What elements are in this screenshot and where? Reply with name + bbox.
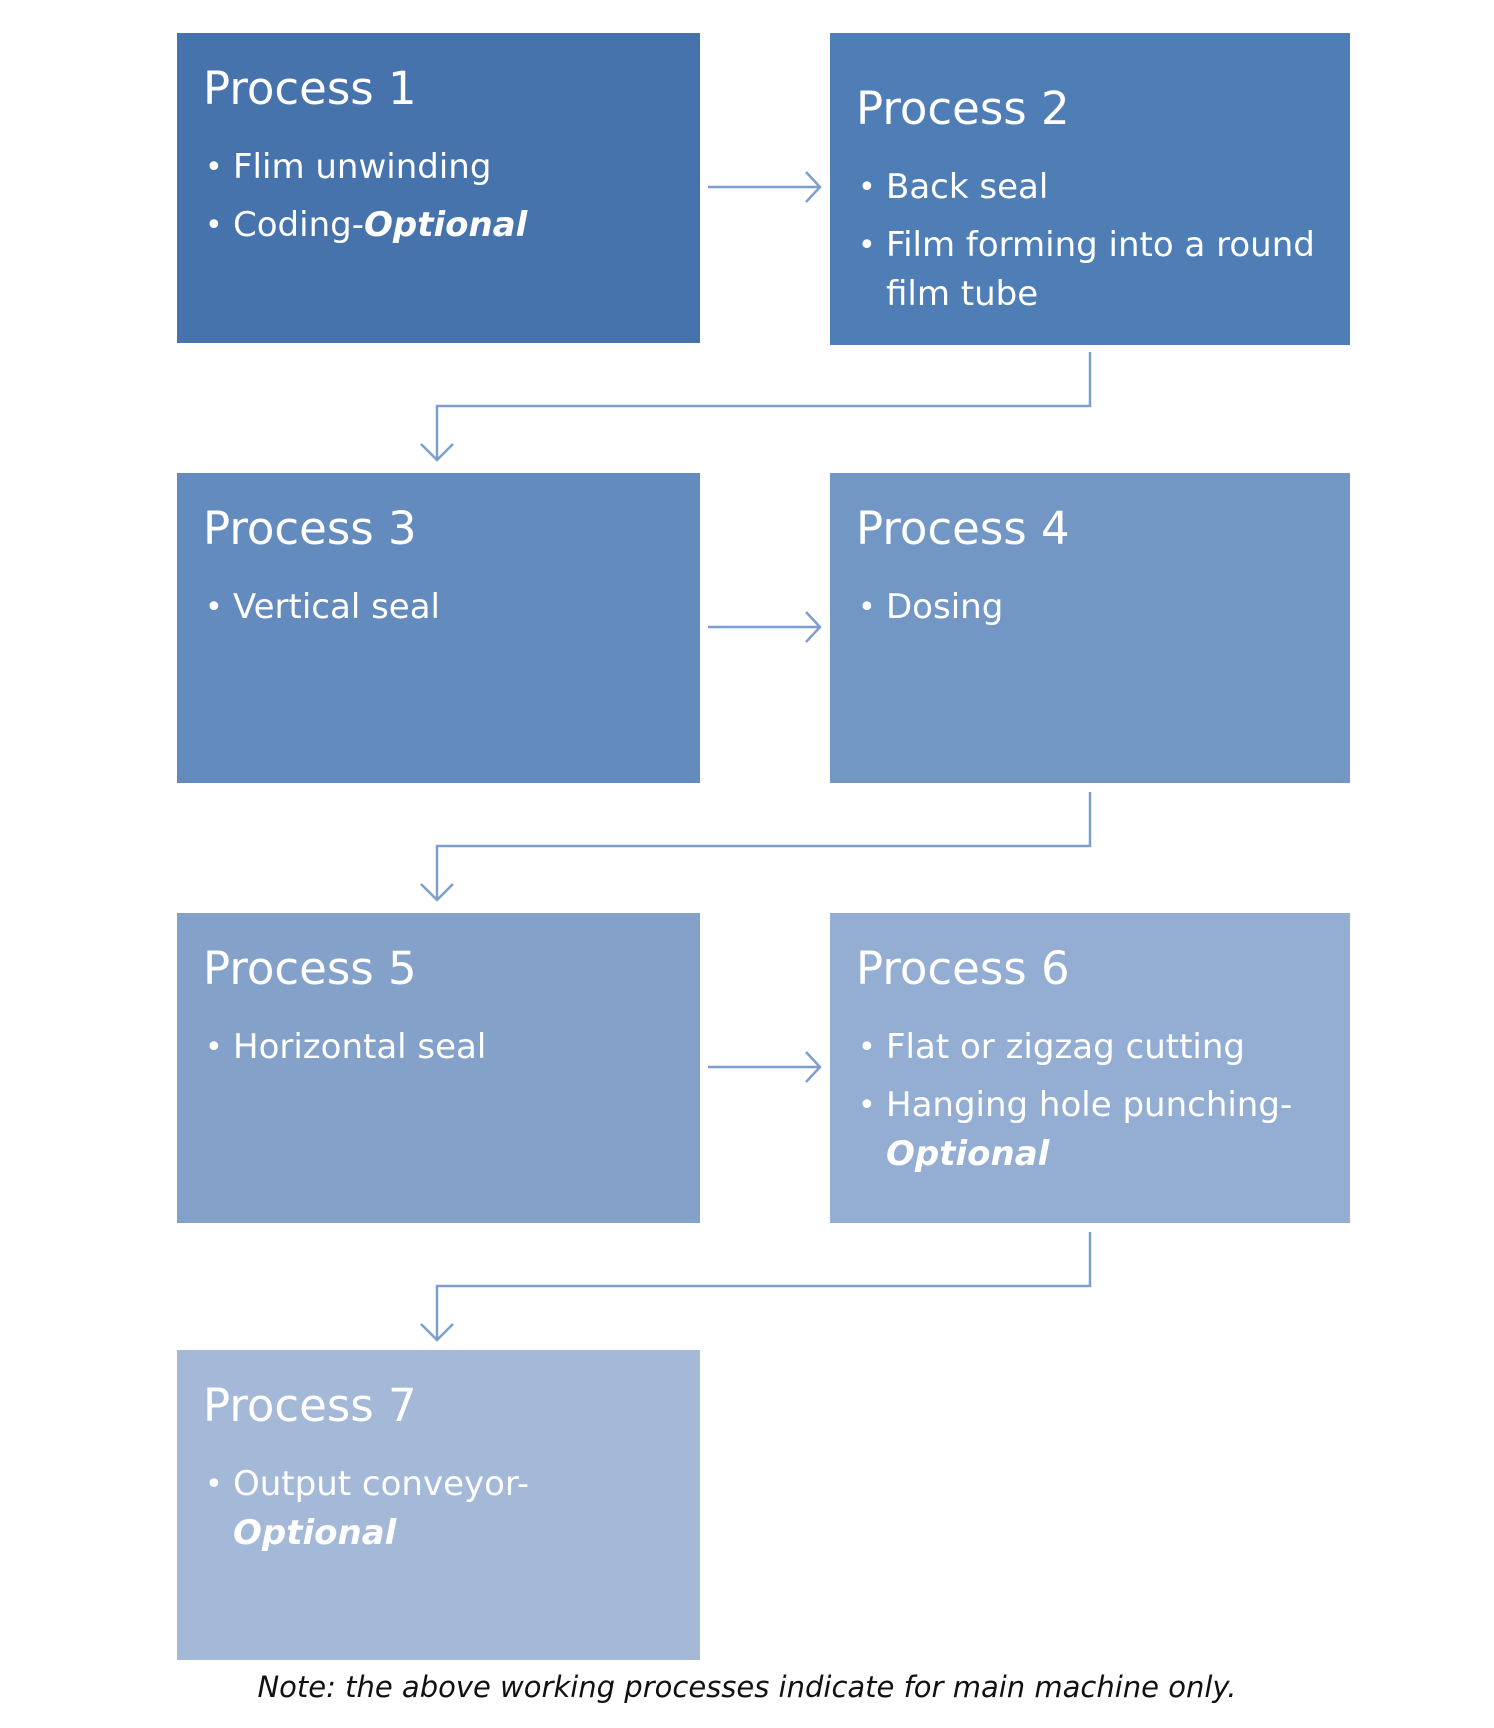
process-4-title: Process 4 [856, 502, 1070, 555]
process-6-item-2: •Hanging hole punching-Optional [858, 1084, 1293, 1174]
optional-label: Optional [363, 204, 528, 245]
process-1-item-2: •Coding-Optional [205, 204, 528, 245]
process-2-item-1: •Back seal [858, 166, 1049, 207]
process-2-list: •Back seal •Film forming into a round fi… [856, 163, 1330, 319]
process-2-box: Process 2 •Back seal •Film forming into … [830, 33, 1350, 345]
process-6-title: Process 6 [856, 942, 1070, 995]
arrow-5-to-6 [708, 1051, 822, 1083]
arrow-4-to-5 [420, 792, 1092, 902]
process-1-item-1: •Flim unwinding [205, 146, 492, 187]
process-3-box: Process 3 •Vertical seal [177, 473, 700, 783]
process-4-item-1: •Dosing [858, 586, 1004, 627]
process-3-list: •Vertical seal [203, 583, 680, 632]
process-1-box: Process 1 •Flim unwinding •Coding-Option… [177, 33, 700, 343]
process-2-title: Process 2 [856, 82, 1070, 135]
process-2-item-2: •Film forming into a round film tube [858, 224, 1315, 314]
optional-label: Optional [886, 1133, 1050, 1174]
process-6-item-1: •Flat or zigzag cutting [858, 1026, 1245, 1067]
process-5-title: Process 5 [203, 942, 417, 995]
process-3-title: Process 3 [203, 502, 417, 555]
process-6-box: Process 6 •Flat or zigzag cutting •Hangi… [830, 913, 1350, 1223]
footnote: Note: the above working processes indica… [257, 1670, 1237, 1704]
process-7-title: Process 7 [203, 1379, 417, 1432]
arrow-1-to-2 [708, 171, 822, 203]
process-1-list: •Flim unwinding •Coding-Optional [203, 143, 680, 250]
arrow-2-to-3 [420, 352, 1092, 462]
process-5-list: •Horizontal seal [203, 1023, 680, 1072]
arrow-3-to-4 [708, 611, 822, 643]
process-6-list: •Flat or zigzag cutting •Hanging hole pu… [856, 1023, 1330, 1179]
process-4-list: •Dosing [856, 583, 1330, 632]
process-1-title: Process 1 [203, 62, 417, 115]
process-7-item-1: •Output conveyor-Optional [205, 1463, 529, 1553]
process-5-item-1: •Horizontal seal [205, 1026, 487, 1067]
process-5-box: Process 5 •Horizontal seal [177, 913, 700, 1223]
process-7-list: •Output conveyor-Optional [203, 1460, 680, 1558]
process-4-box: Process 4 •Dosing [830, 473, 1350, 783]
process-7-box: Process 7 •Output conveyor-Optional [177, 1350, 700, 1660]
optional-label: Optional [233, 1512, 397, 1553]
process-3-item-1: •Vertical seal [205, 586, 440, 627]
arrow-6-to-7 [420, 1232, 1092, 1342]
